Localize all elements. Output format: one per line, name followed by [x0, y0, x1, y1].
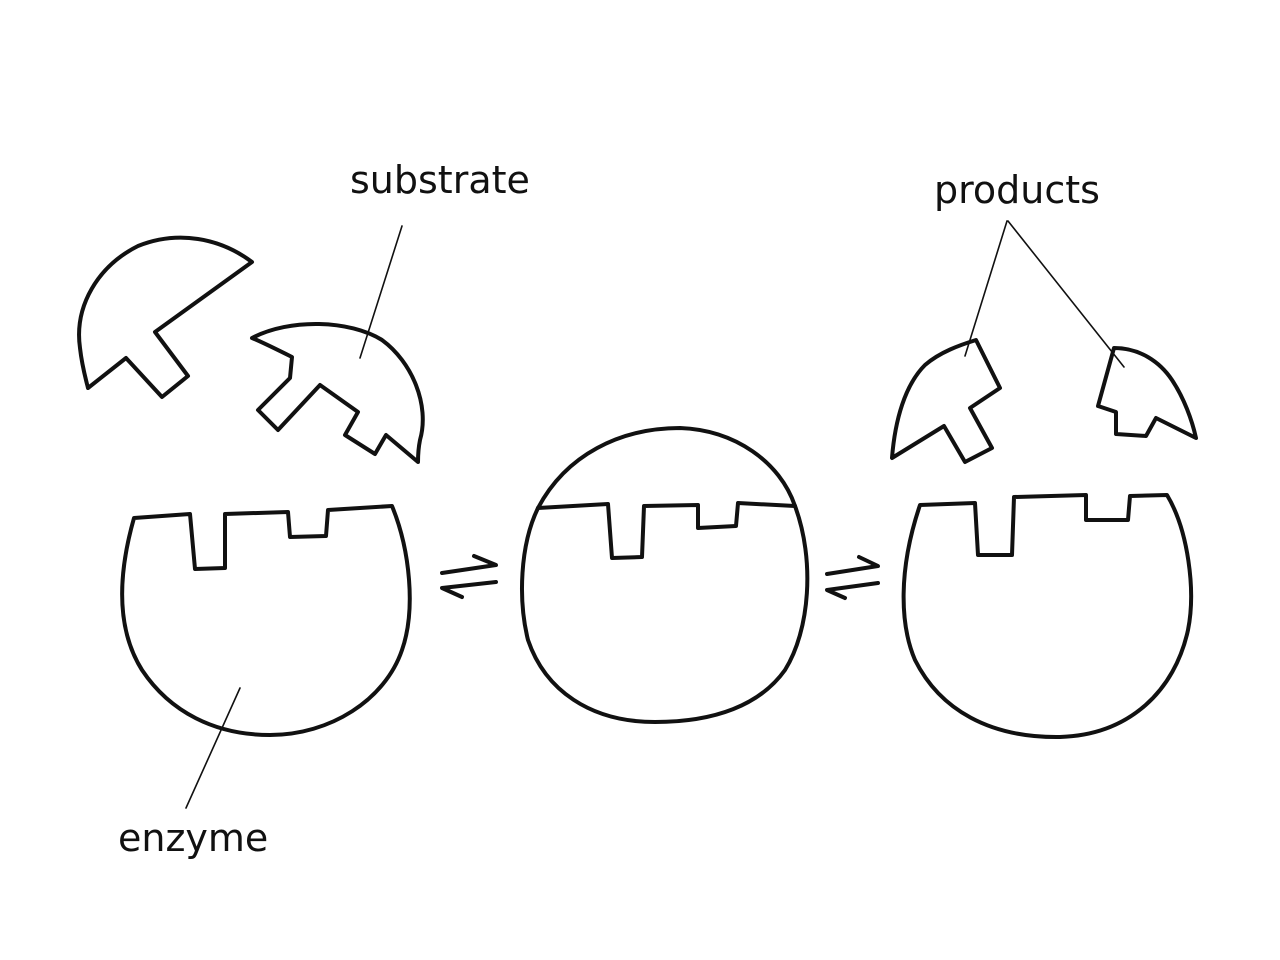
substrate-molecule — [250, 322, 425, 464]
substrate-label: substrate — [350, 158, 530, 202]
products-leader-line-left — [964, 220, 1008, 357]
equilibrium-arrow-2-reverse — [825, 581, 880, 600]
products-label: products — [934, 168, 1100, 212]
enzyme-left — [120, 504, 412, 737]
enzyme-leader-line — [185, 687, 241, 809]
enzyme-right — [901, 493, 1194, 740]
complex-active-site-line — [536, 501, 797, 560]
enzyme-substrate-complex — [520, 426, 810, 724]
product-fragment-left — [890, 338, 1002, 464]
equilibrium-arrow-2-forward — [825, 555, 880, 576]
substrate-leader-line — [359, 225, 403, 359]
product-fragment-right — [1096, 346, 1198, 440]
enzyme-label: enzyme — [118, 816, 268, 860]
equilibrium-arrow-1-forward — [440, 554, 498, 575]
substrate-fragment-left — [77, 235, 254, 399]
products-leader-line-right — [1007, 220, 1125, 368]
equilibrium-arrow-1-reverse — [440, 580, 498, 599]
